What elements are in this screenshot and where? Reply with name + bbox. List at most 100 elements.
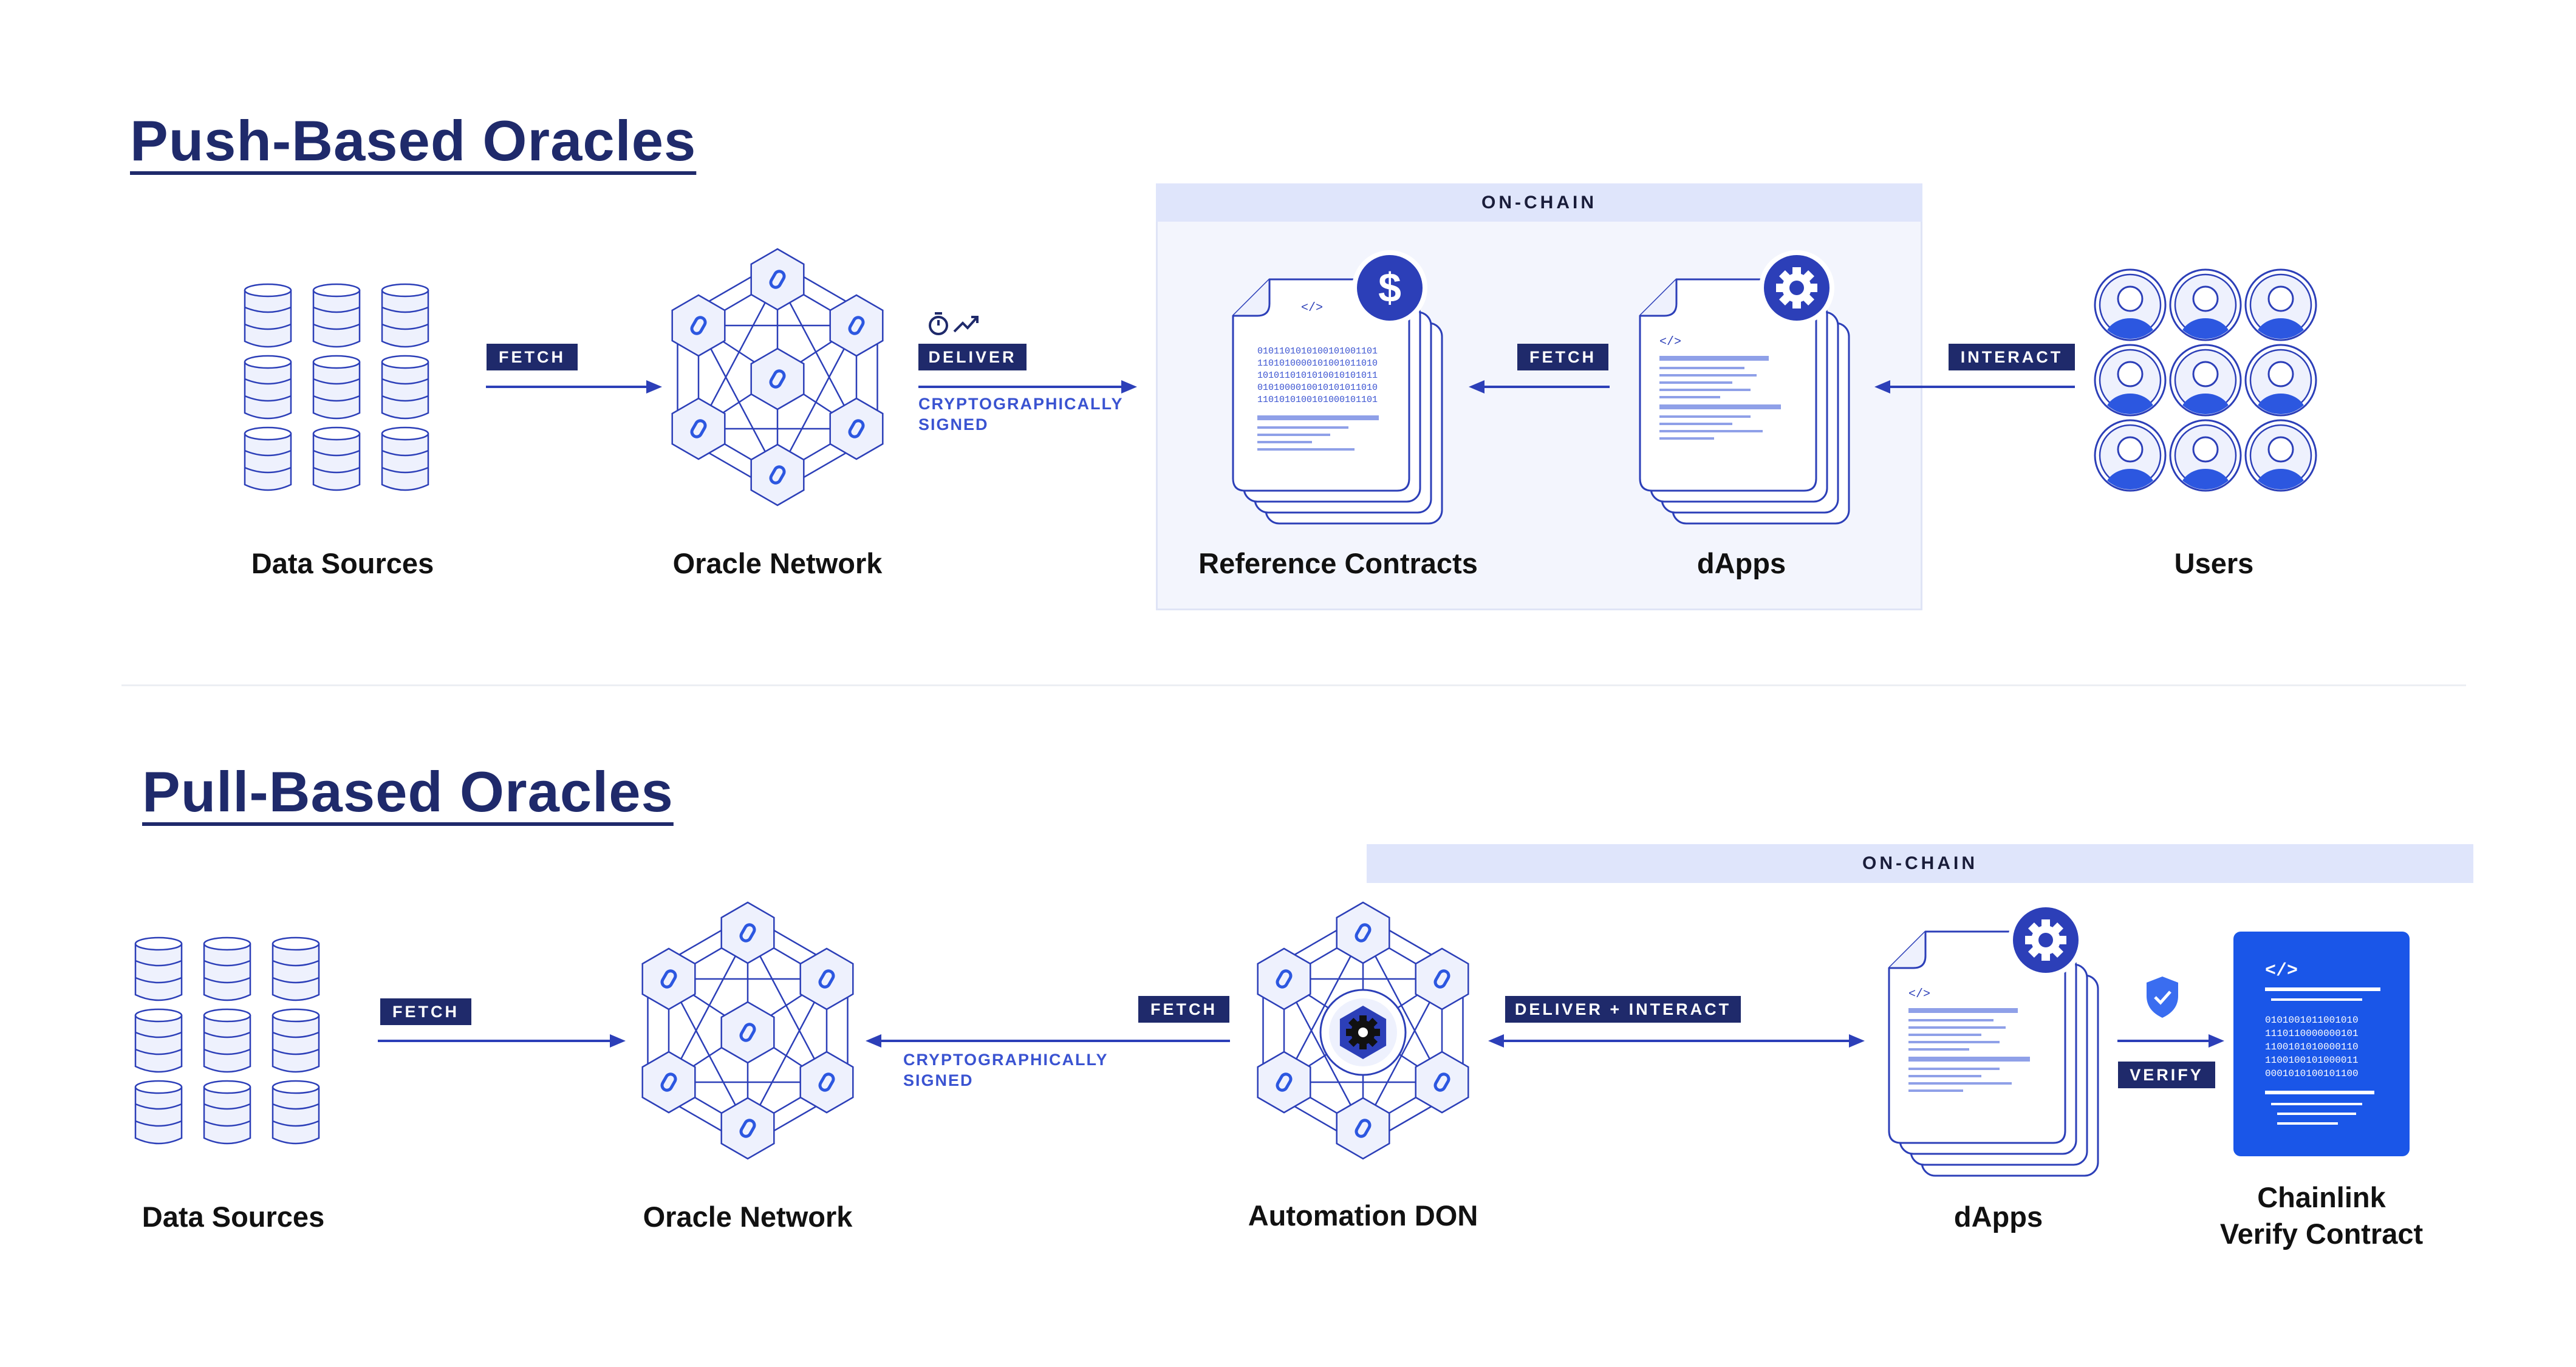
chain-link-icon: [829, 397, 884, 460]
user-avatar-icon: [2244, 344, 2317, 417]
user-avatar-icon: [2169, 344, 2242, 417]
chain-link-icon: [1415, 1051, 1469, 1114]
pull-signed-line1: CRYPTOGRAPHICALLY: [903, 1051, 1109, 1069]
user-avatar-icon: [2169, 268, 2242, 341]
chain-link-icon: [799, 1051, 854, 1114]
push-ref-code-tag: </>: [1301, 301, 1323, 315]
database-cylinder-icon: [381, 426, 429, 491]
chain-link-icon: [750, 347, 805, 411]
push-dapps-icon: </>: [1639, 250, 1850, 525]
push-binary-line: 0101000010010101011010: [1257, 383, 1378, 393]
database-cylinder-icon: [203, 1080, 251, 1145]
pull-fetch-tag: FETCH: [380, 998, 471, 1025]
push-data-sources-icon: [244, 283, 429, 491]
pull-onchain-label: ON-CHAIN: [1367, 844, 2473, 883]
database-cylinder-icon: [134, 1008, 183, 1073]
pull-oracle-network-label: Oracle Network: [643, 1201, 853, 1233]
push-binary-line: 1101010100101000101101: [1257, 395, 1378, 405]
verify-binary-line: 0001010100101100: [2265, 1068, 2359, 1079]
database-cylinder-icon: [381, 283, 429, 348]
push-interact-tag: INTERACT: [1949, 344, 2075, 370]
database-cylinder-icon: [134, 936, 183, 1001]
stopwatch-icon: [929, 312, 979, 335]
code-tag: </>: [1659, 335, 1681, 349]
pull-fetch2-tag: FETCH: [1138, 996, 1229, 1023]
pull-dapps-icon: </>: [1888, 902, 2099, 1177]
verify-binary-line: 1100100101000011: [2265, 1055, 2359, 1066]
pull-data-sources-label: Data Sources: [142, 1201, 325, 1233]
user-avatar-icon: [2094, 344, 2167, 417]
pull-automation-don-label: Automation DON: [1248, 1199, 1478, 1232]
user-avatar-icon: [2244, 268, 2317, 341]
chain-link-icon: [720, 1001, 775, 1064]
push-section-title: Push-Based Oracles: [130, 109, 697, 172]
push-reference-contracts-label: Reference Contracts: [1198, 547, 1478, 579]
user-avatar-icon: [2094, 268, 2167, 341]
chain-link-icon: [1257, 1051, 1311, 1114]
pull-verify-tag: VERIFY: [2118, 1062, 2215, 1088]
push-oracle-network-icon: [671, 248, 884, 506]
database-cylinder-icon: [244, 283, 292, 348]
database-cylinder-icon: [381, 355, 429, 420]
chain-link-icon: [799, 947, 854, 1011]
pull-fetch2-arrow: [866, 1034, 1230, 1048]
push-binary-line: 1101010000101001011010: [1257, 358, 1378, 369]
database-cylinder-icon: [203, 1008, 251, 1073]
push-fetch-tag: FETCH: [487, 344, 578, 370]
push-reference-contracts-icon: </> 0101101010100101001101 1101010000101…: [1232, 250, 1443, 525]
push-interact-arrow: [1874, 380, 2075, 394]
chain-link-icon: [1257, 947, 1311, 1011]
push-oracle-network-label: Oracle Network: [672, 547, 883, 579]
chain-link-icon: [1336, 1097, 1390, 1160]
pull-dapps-label: dApps: [1953, 1201, 2043, 1233]
database-cylinder-icon: [272, 1080, 320, 1145]
pull-signed-note: CRYPTOGRAPHICALLY SIGNED: [903, 1049, 1109, 1091]
svg-text:$: $: [1378, 265, 1401, 311]
push-binary-line: 1010110101010010101011: [1257, 370, 1378, 381]
database-cylinder-icon: [312, 283, 361, 348]
database-cylinder-icon: [312, 426, 361, 491]
database-cylinder-icon: [312, 355, 361, 420]
verify-code-tag: </>: [2265, 961, 2298, 981]
push-dapps-label: dApps: [1696, 547, 1786, 579]
verify-binary-line: 1100101010000110: [2265, 1041, 2359, 1052]
chain-link-icon: [750, 443, 805, 506]
push-signed-line2: SIGNED: [918, 415, 989, 434]
gear-badge-icon: [2008, 902, 2083, 978]
user-avatar-icon: [2094, 419, 2167, 492]
push-signed-line1: CRYPTOGRAPHICALLY: [918, 395, 1124, 413]
pull-deliver-interact-tag: DELIVER + INTERACT: [1505, 996, 1741, 1023]
chain-link-icon: [641, 1051, 696, 1114]
chain-link-icon: [720, 901, 775, 964]
verify-contract-label-line1: Chainlink: [2257, 1181, 2386, 1213]
database-cylinder-icon: [272, 1008, 320, 1073]
code-tag: </>: [1908, 987, 1930, 1001]
verify-binary-line: 0101001011001010: [2265, 1015, 2359, 1026]
push-users-label: Users: [2174, 547, 2254, 579]
pull-oracle-network-icon: [641, 901, 854, 1160]
push-users-icon: [2094, 268, 2317, 492]
chain-link-icon: [671, 294, 726, 357]
database-cylinder-icon: [203, 936, 251, 1001]
push-fetch2-arrow: [1469, 380, 1610, 394]
verify-contract-label: Chainlink Verify Contract: [2139, 1179, 2504, 1252]
verify-contract-icon: </> 0101001011001010 1110110000000101 11…: [2233, 932, 2410, 1156]
push-fetch2-tag: FETCH: [1517, 344, 1608, 370]
verify-binary-line: 1110110000000101: [2265, 1028, 2359, 1039]
chain-link-icon: [829, 294, 884, 357]
dollar-badge-icon: [1357, 255, 1423, 321]
shield-check-icon: [2147, 977, 2178, 1018]
section-divider: [121, 684, 2466, 686]
pull-fetch-arrow: [378, 1034, 626, 1048]
user-avatar-icon: [2169, 419, 2242, 492]
gear-badge-icon: [1319, 989, 1407, 1076]
chain-link-icon: [1336, 901, 1390, 964]
chain-link-icon: [750, 248, 805, 311]
push-fetch-arrow: [486, 380, 662, 394]
push-binary-line: 0101101010100101001101: [1257, 346, 1378, 356]
chain-link-icon: [641, 947, 696, 1011]
pull-verify-arrow: [2117, 1034, 2224, 1048]
gear-badge-icon: [1759, 250, 1834, 326]
database-cylinder-icon: [272, 936, 320, 1001]
